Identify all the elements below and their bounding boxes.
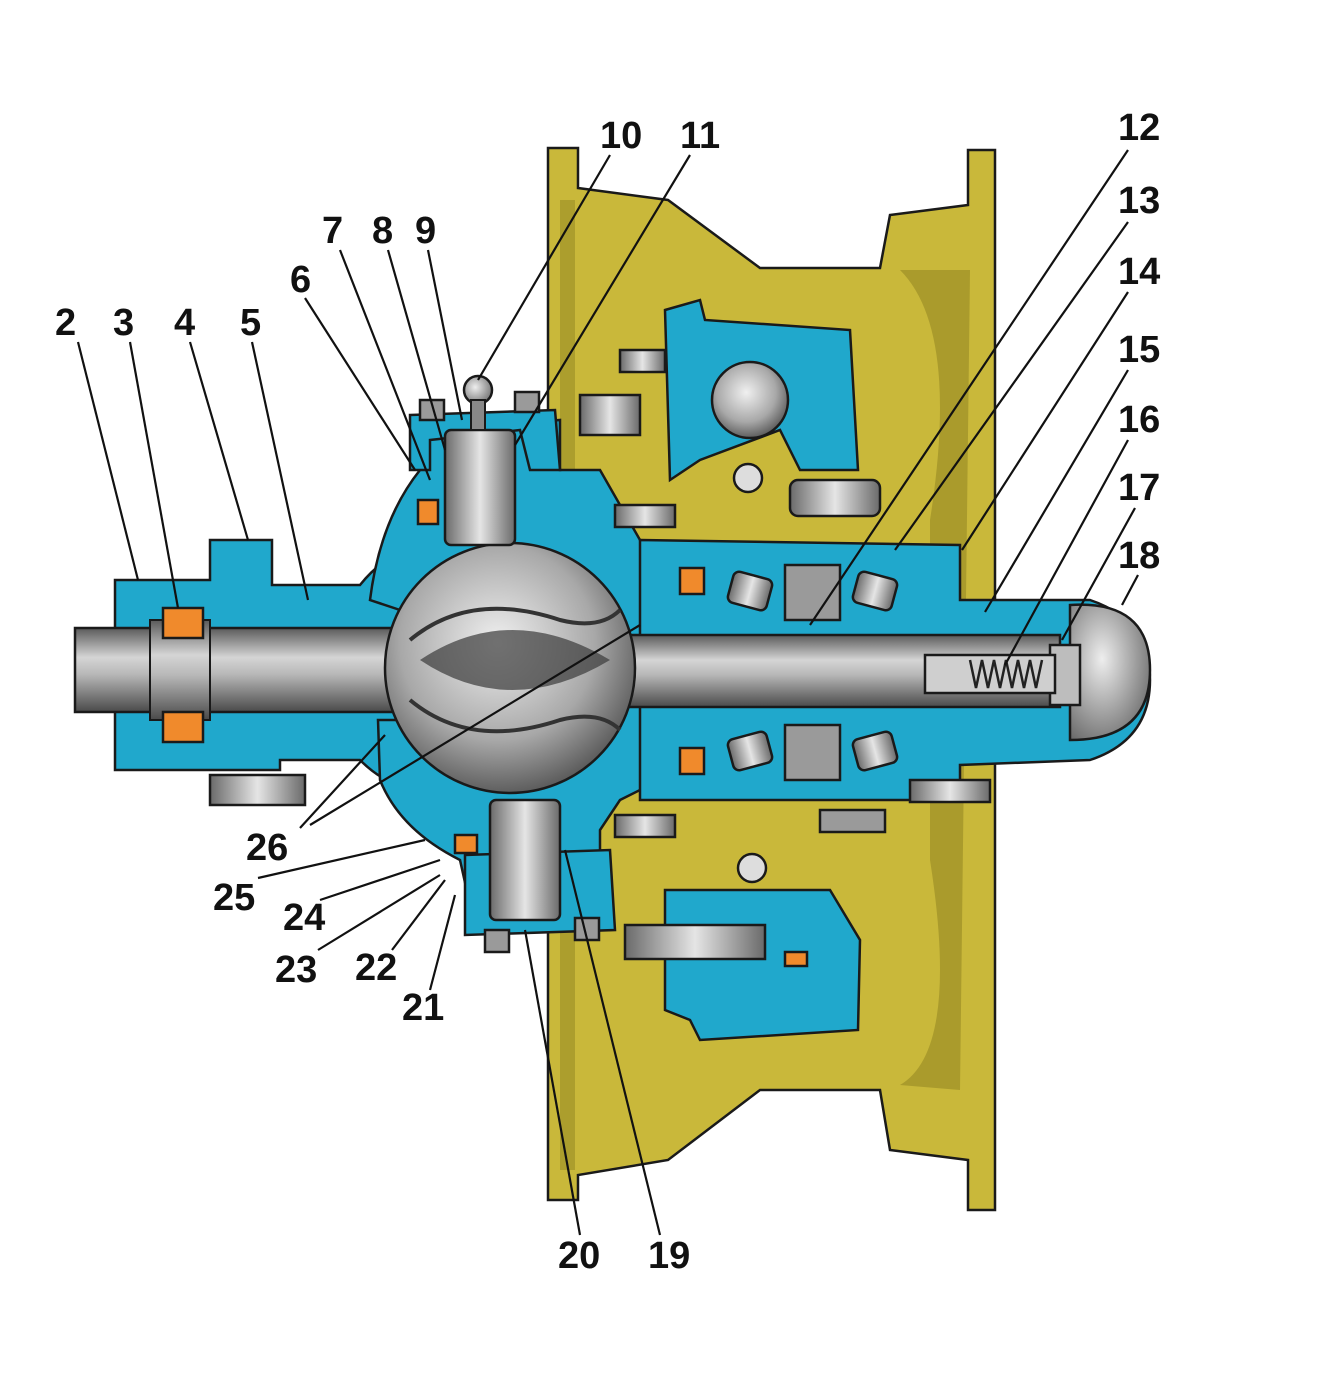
bearing-roller-4 bbox=[851, 730, 899, 772]
bolt-hub bbox=[908, 778, 992, 804]
leader-25 bbox=[257, 838, 426, 880]
inner-seal-bottom bbox=[161, 710, 205, 744]
leader-12 bbox=[809, 149, 1129, 626]
brake-shoe-bottom bbox=[818, 808, 887, 834]
upper-kingpin-boss bbox=[408, 408, 562, 472]
brake-caliper-lower bbox=[663, 888, 862, 1042]
bolt-knuckle-top bbox=[613, 503, 677, 529]
leader-3 bbox=[128, 341, 180, 609]
leader-4 bbox=[188, 341, 250, 541]
leader-23 bbox=[317, 874, 441, 951]
callout-4: 4 bbox=[174, 302, 195, 344]
brake-parts bbox=[710, 360, 887, 884]
hub-seal-bottom bbox=[678, 746, 706, 776]
brake-pad-seal bbox=[783, 950, 809, 968]
lower-kingpin bbox=[488, 798, 562, 922]
cv-joint bbox=[383, 541, 637, 795]
callout-15: 15 bbox=[1118, 329, 1160, 371]
callout-6: 6 bbox=[290, 259, 311, 301]
callout-21: 21 bbox=[402, 987, 444, 1029]
callout-10: 10 bbox=[600, 115, 642, 157]
kingpins bbox=[443, 374, 562, 922]
callout-17: 17 bbox=[1118, 467, 1160, 509]
callout-14: 14 bbox=[1118, 251, 1160, 293]
leader-20 bbox=[523, 929, 582, 1236]
leader-9 bbox=[426, 249, 464, 421]
leader-lines bbox=[76, 149, 1139, 1236]
callout-26: 26 bbox=[246, 827, 288, 869]
bolt-upper-boss-2 bbox=[513, 390, 541, 414]
leader-13 bbox=[894, 221, 1129, 551]
bearing-roller-1 bbox=[726, 570, 774, 612]
bearing-roller-2 bbox=[851, 570, 899, 612]
leader-17 bbox=[1061, 507, 1136, 641]
callout-2: 2 bbox=[55, 302, 76, 344]
callout-9: 9 bbox=[415, 210, 436, 252]
callout-7: 7 bbox=[322, 210, 343, 252]
leader-26b bbox=[309, 624, 641, 826]
leader-6 bbox=[304, 297, 416, 471]
bolt-lower-boss-1 bbox=[483, 928, 511, 954]
leader-19 bbox=[563, 849, 662, 1236]
axle-shaft bbox=[73, 619, 1062, 721]
callout-8: 8 bbox=[372, 210, 393, 252]
bolt-caliper-top-2 bbox=[578, 393, 642, 437]
bolts bbox=[208, 348, 992, 961]
inner-axle-shaft bbox=[73, 626, 397, 714]
callout-labels: 2 3 4 5 6 7 8 9 10 11 12 13 14 15 16 17 … bbox=[55, 107, 1160, 1277]
leader-16 bbox=[1004, 439, 1129, 666]
brake-adjuster-bottom bbox=[736, 852, 768, 884]
hub-cap bbox=[1068, 603, 1152, 742]
callout-23: 23 bbox=[275, 949, 317, 991]
grease-fitting-stem bbox=[470, 399, 486, 431]
callout-3: 3 bbox=[113, 302, 134, 344]
callout-24: 24 bbox=[283, 897, 325, 939]
kingpin-seal-bottom bbox=[453, 833, 479, 855]
brake-shoe-top bbox=[788, 478, 882, 518]
leader-14 bbox=[961, 291, 1129, 551]
bearing-roller-3 bbox=[726, 730, 774, 772]
leader-21 bbox=[428, 894, 457, 991]
bolt-caliper-bottom bbox=[623, 923, 767, 961]
leader-5 bbox=[250, 341, 310, 601]
kingpin-seal-top bbox=[416, 498, 440, 526]
callout-16: 16 bbox=[1118, 399, 1160, 441]
cv-joint-core bbox=[420, 630, 610, 690]
hub-cap-group bbox=[923, 603, 1152, 742]
bearing-spacer-bottom bbox=[783, 723, 842, 782]
cv-joint-groove-2 bbox=[408, 698, 622, 734]
leader-8 bbox=[386, 249, 447, 451]
callout-13: 13 bbox=[1118, 180, 1160, 222]
brake-piston-top bbox=[710, 360, 790, 440]
bolt-axle bbox=[208, 773, 307, 807]
hub-seal-top bbox=[678, 566, 706, 596]
bolt-upper-boss-1 bbox=[418, 398, 446, 422]
leader-11 bbox=[514, 154, 691, 446]
callout-19: 19 bbox=[648, 1235, 690, 1277]
callout-18: 18 bbox=[1118, 535, 1160, 577]
callout-20: 20 bbox=[558, 1235, 600, 1277]
leader-10 bbox=[477, 154, 611, 381]
bolt-caliper-top bbox=[618, 348, 667, 374]
leader-7 bbox=[338, 249, 432, 481]
callout-25: 25 bbox=[213, 877, 255, 919]
coil-spring bbox=[968, 659, 1044, 689]
bolt-knuckle-bottom bbox=[613, 813, 677, 839]
leader-26a bbox=[299, 734, 386, 829]
brake-adjuster-top bbox=[732, 462, 764, 494]
leader-2 bbox=[76, 341, 140, 581]
callout-5: 5 bbox=[240, 302, 261, 344]
callout-22: 22 bbox=[355, 947, 397, 989]
upper-kingpin bbox=[443, 428, 517, 547]
leader-18 bbox=[1121, 574, 1139, 606]
leader-15 bbox=[984, 369, 1129, 613]
callout-11: 11 bbox=[680, 115, 720, 157]
cv-joint-groove bbox=[408, 606, 622, 642]
leader-22 bbox=[391, 879, 446, 951]
seals bbox=[161, 498, 809, 968]
leader-24 bbox=[319, 858, 441, 902]
inner-seal-top bbox=[161, 606, 205, 640]
callout-12: 12 bbox=[1118, 107, 1160, 149]
